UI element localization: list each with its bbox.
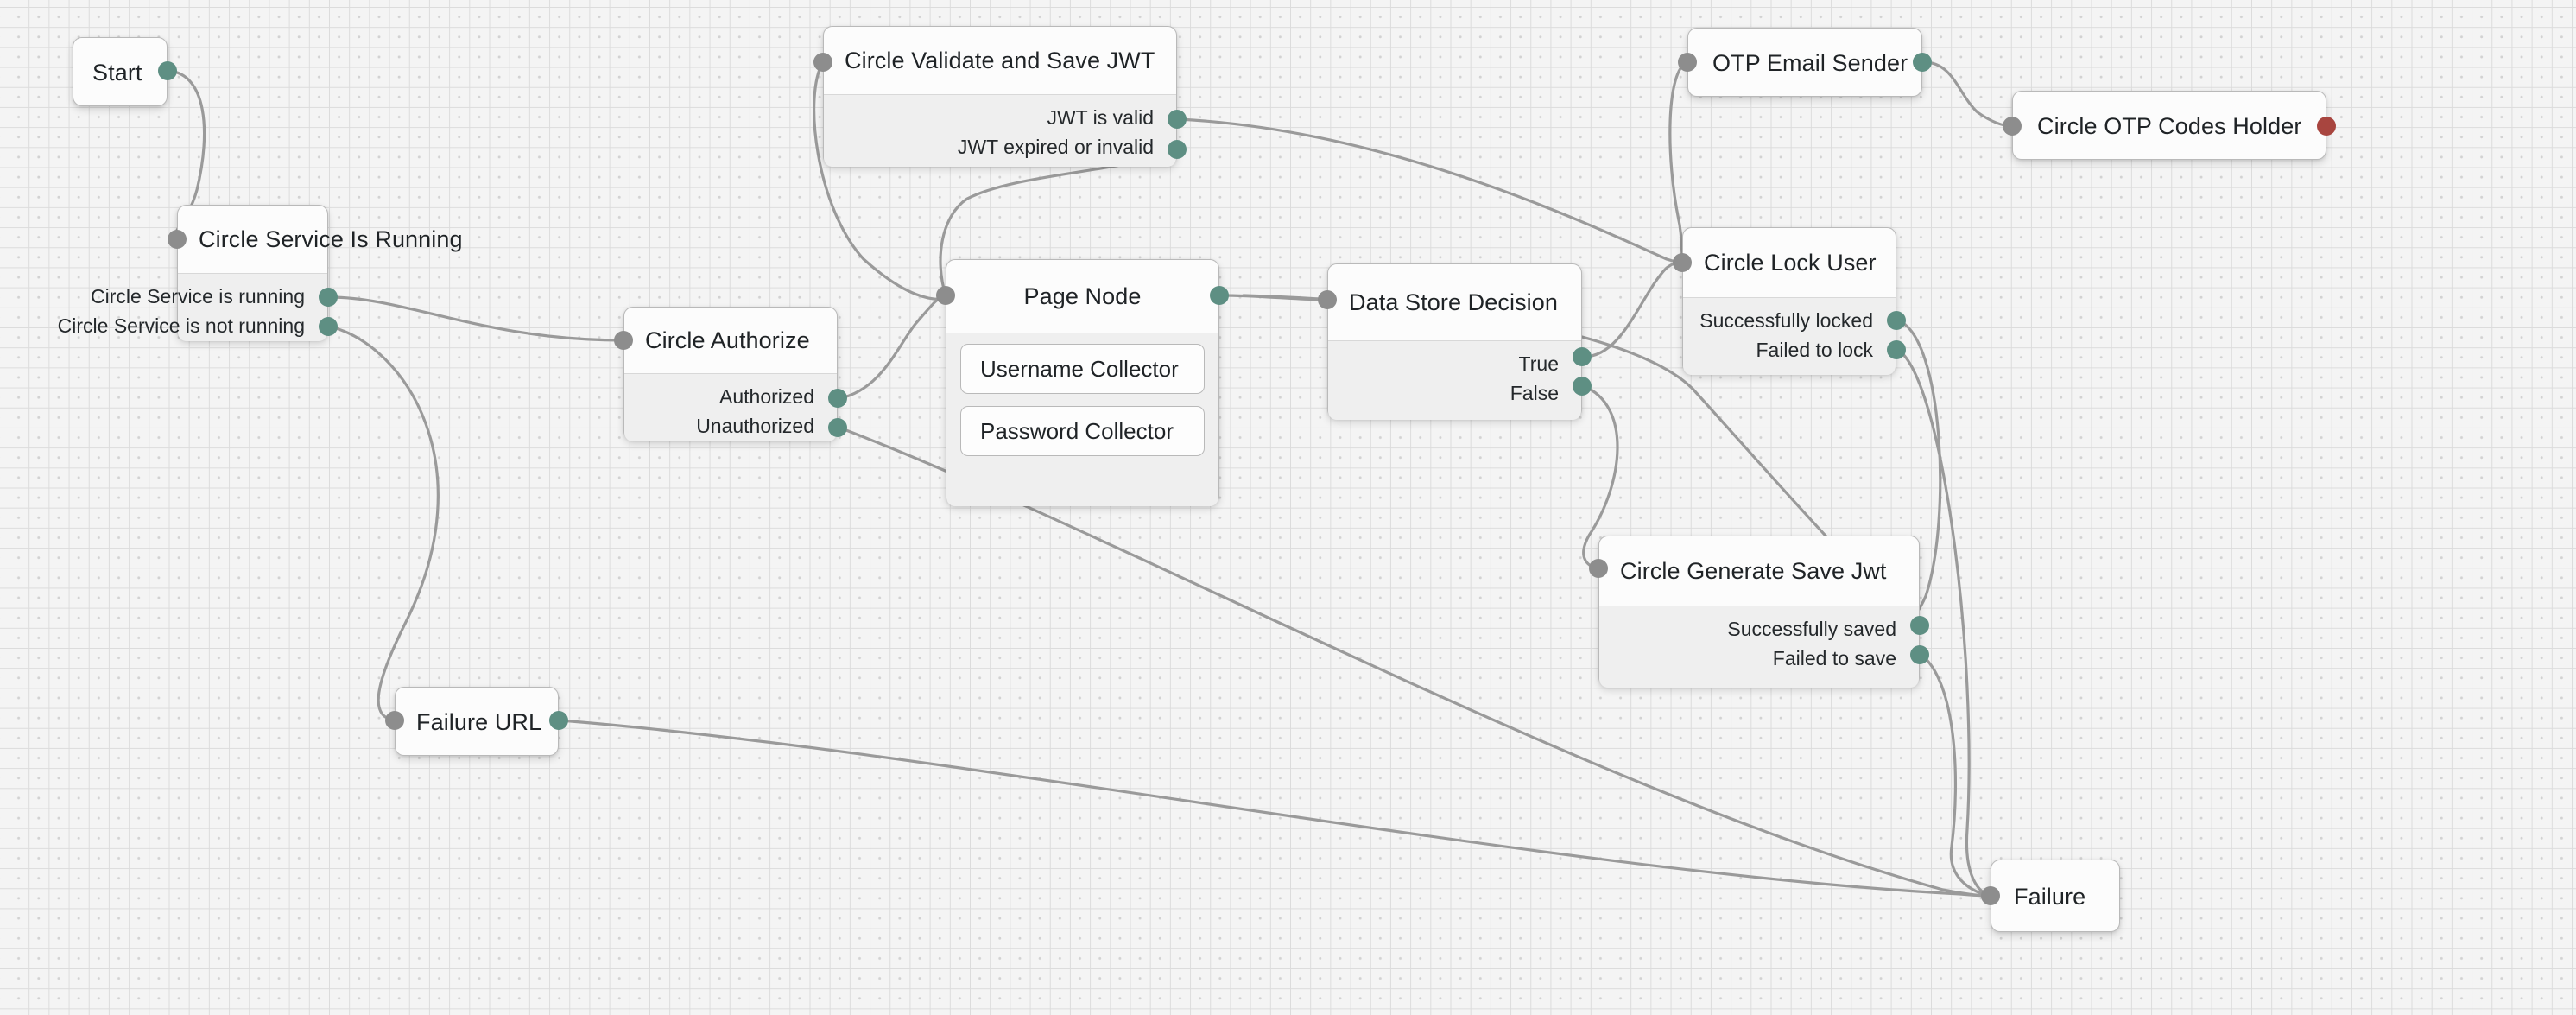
output-label: Successfully locked: [1699, 308, 1873, 332]
output-label: JWT expired or invalid: [957, 135, 1154, 158]
output-row-jwt-expired-or-invalid[interactable]: JWT expired or invalid: [824, 132, 1176, 162]
output-port-data-store-decision-0[interactable]: [1573, 347, 1592, 366]
output-port-circle-validate-and-save-jwt-1[interactable]: [1168, 140, 1187, 159]
edge-data-store-decision.true-to-circle-lock-user[interactable]: [1582, 260, 1684, 358]
output-label: Failed to save: [1772, 646, 1896, 669]
edge-page-node-to-data-store-decision[interactable]: [1219, 294, 1329, 301]
output-label: Circle Service is not running: [57, 314, 305, 337]
output-port-circle-service-is-running-1[interactable]: [319, 317, 338, 336]
output-label: Authorized: [719, 384, 814, 408]
output-row-true[interactable]: True: [1328, 349, 1581, 378]
subnode-password-collector[interactable]: Password Collector: [960, 406, 1205, 456]
node-failure[interactable]: Failure: [1991, 860, 2120, 932]
output-port-circle-validate-and-save-jwt-0[interactable]: [1168, 110, 1187, 129]
input-port-data-store-decision[interactable]: [1318, 290, 1337, 309]
output-row-false[interactable]: False: [1328, 378, 1581, 408]
output-row-jwt-is-valid[interactable]: JWT is valid: [824, 103, 1176, 132]
input-port-page-node[interactable]: [936, 286, 955, 305]
output-label: Successfully saved: [1727, 617, 1896, 640]
output-port-circle-lock-user-0[interactable]: [1887, 311, 1906, 330]
node-title-failure-url: Failure URL: [416, 708, 542, 735]
output-row-circle-service-is-running[interactable]: Circle Service is running: [91, 282, 327, 311]
output-label: True: [1518, 352, 1559, 375]
output-label: Failed to lock: [1756, 338, 1873, 361]
output-row-circle-service-is-not-running[interactable]: Circle Service is not running: [58, 311, 327, 340]
output-port-circle-authorize-1[interactable]: [828, 418, 847, 437]
output-row-unauthorized[interactable]: Unauthorized: [624, 411, 837, 441]
subnode-username-collector[interactable]: Username Collector: [960, 344, 1205, 394]
input-port-circle-service-is-running[interactable]: [168, 230, 187, 249]
input-port-failure-url[interactable]: [385, 711, 404, 730]
node-title-page-node: Page Node: [1023, 282, 1142, 309]
node-title-circle-validate-and-save-jwt: Circle Validate and Save JWT: [845, 47, 1155, 73]
edge-circle-generate-save-jwt.failed-to-failure[interactable]: [1920, 653, 1992, 898]
edge-circle-service-is-running.not-running-to-failure-url[interactable]: [328, 325, 440, 722]
output-port-page-node-0[interactable]: [1210, 286, 1229, 305]
node-circle-otp-codes-holder[interactable]: Circle OTP Codes Holder: [2012, 91, 2326, 160]
input-port-failure[interactable]: [1981, 886, 2000, 905]
edge-circle-service-is-running.running-to-circle-authorize[interactable]: [328, 295, 625, 342]
output-port-circle-service-is-running-0[interactable]: [319, 288, 338, 307]
node-title-data-store-decision: Data Store Decision: [1349, 289, 1559, 315]
node-title-circle-authorize: Circle Authorize: [645, 327, 810, 353]
node-title-circle-otp-codes-holder: Circle OTP Codes Holder: [2037, 112, 2302, 139]
error-port-circle-otp-codes-holder-0[interactable]: [2317, 117, 2336, 136]
edge-failure-url-to-failure[interactable]: [559, 719, 1992, 898]
edge-circle-validate-and-save-jwt.valid-to-circle-lock-user[interactable]: [1177, 117, 1684, 264]
node-failure-url[interactable]: Failure URL: [395, 687, 559, 756]
output-label: Circle Service is running: [91, 284, 305, 308]
output-row-failed-to-save[interactable]: Failed to save: [1599, 644, 1919, 673]
node-otp-email-sender[interactable]: OTP Email Sender: [1687, 28, 1922, 97]
output-port-circle-lock-user-1[interactable]: [1887, 340, 1906, 359]
node-title-start: Start: [92, 59, 142, 86]
input-port-circle-generate-save-jwt[interactable]: [1589, 559, 1608, 578]
output-port-circle-generate-save-jwt-1[interactable]: [1910, 645, 1929, 664]
node-title-circle-generate-save-jwt: Circle Generate Save Jwt: [1620, 557, 1887, 584]
node-circle-validate-and-save-jwt[interactable]: Circle Validate and Save JWT JWT is valid…: [823, 26, 1177, 167]
node-start[interactable]: Start: [73, 37, 168, 106]
output-port-circle-authorize-0[interactable]: [828, 389, 847, 408]
edge-circle-authorize.authorized-to-page-node[interactable]: [838, 294, 947, 400]
node-title-otp-email-sender: OTP Email Sender: [1712, 49, 1908, 76]
output-port-start-0[interactable]: [158, 61, 177, 80]
output-row-successfully-saved[interactable]: Successfully saved: [1599, 614, 1919, 644]
node-title-circle-lock-user: Circle Lock User: [1704, 249, 1877, 276]
output-port-failure-url-0[interactable]: [549, 711, 568, 730]
output-port-circle-generate-save-jwt-0[interactable]: [1910, 616, 1929, 635]
output-row-failed-to-lock[interactable]: Failed to lock: [1683, 335, 1896, 365]
input-port-circle-lock-user[interactable]: [1673, 253, 1692, 272]
node-title-failure: Failure: [2014, 883, 2086, 910]
output-port-otp-email-sender-0[interactable]: [1913, 53, 1932, 72]
output-label: Unauthorized: [696, 414, 814, 437]
input-port-circle-authorize[interactable]: [614, 331, 633, 350]
input-port-circle-validate-and-save-jwt[interactable]: [813, 53, 832, 72]
output-row-authorized[interactable]: Authorized: [624, 382, 837, 411]
output-row-successfully-locked[interactable]: Successfully locked: [1683, 306, 1896, 335]
node-title-circle-service-is-running: Circle Service Is Running: [199, 225, 463, 252]
edge-otp-email-sender-to-circle-otp-codes-holder[interactable]: [1922, 60, 2014, 128]
output-label: False: [1510, 381, 1559, 404]
output-label: JWT is valid: [1047, 105, 1154, 129]
input-port-otp-email-sender[interactable]: [1678, 53, 1697, 72]
output-port-data-store-decision-1[interactable]: [1573, 377, 1592, 396]
input-port-circle-otp-codes-holder[interactable]: [2003, 117, 2022, 136]
